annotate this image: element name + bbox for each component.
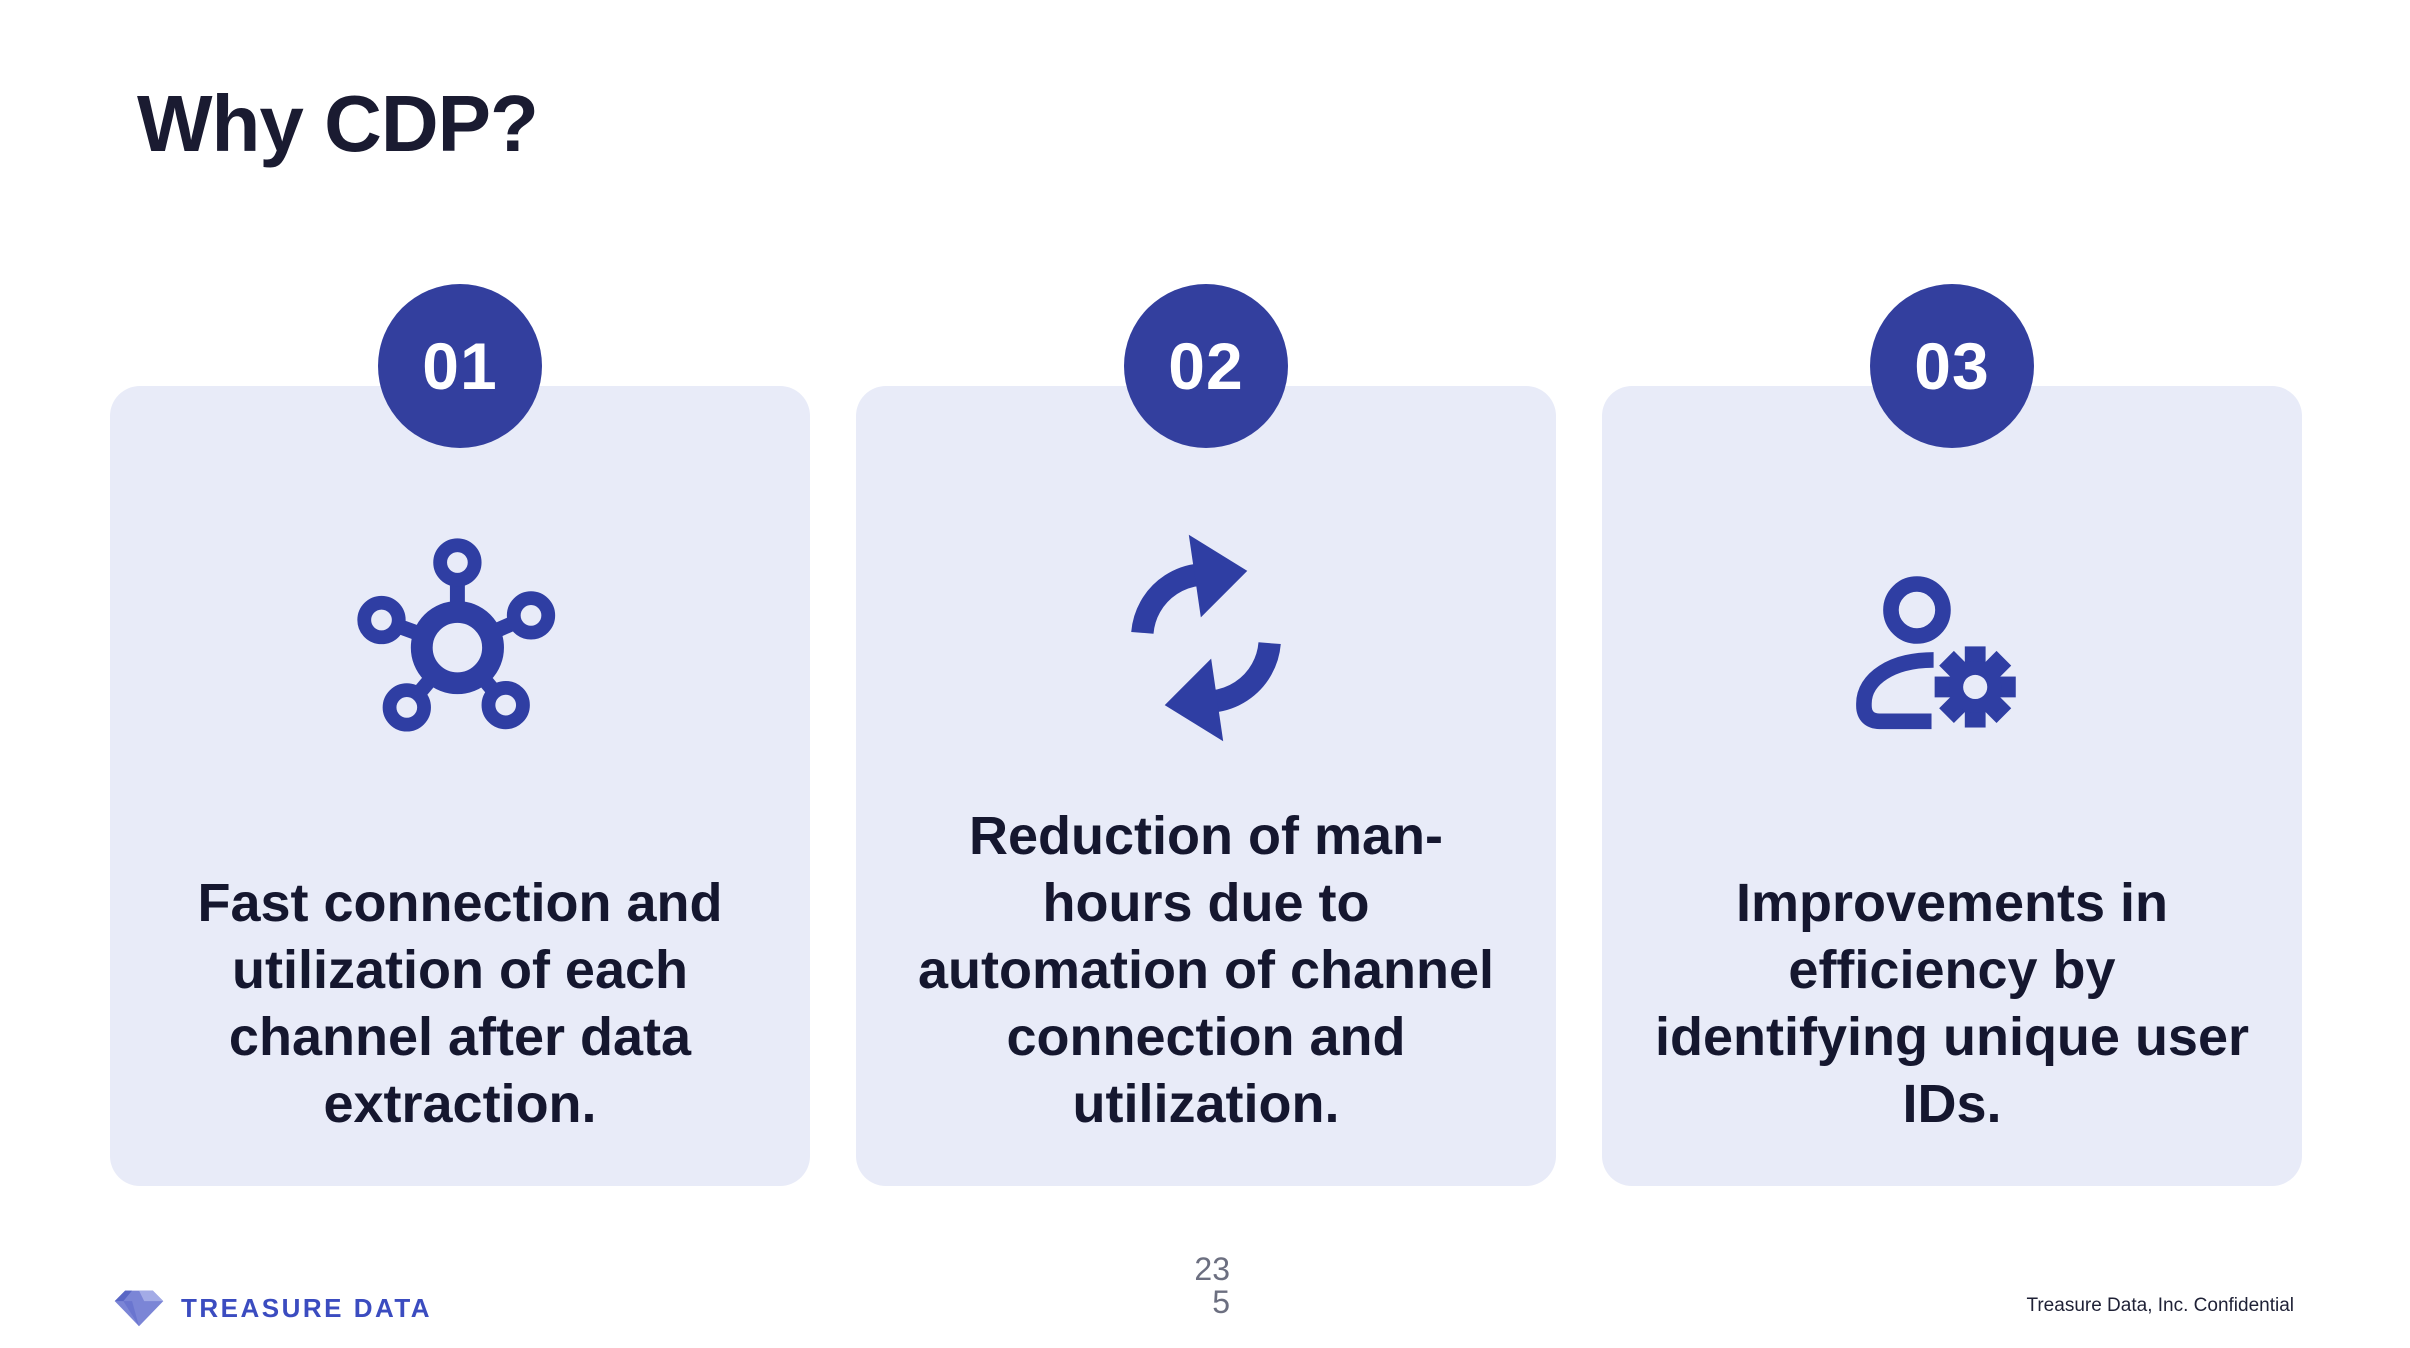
benefit-text-3: Improvements in efficiency by identifyin… — [1654, 873, 2250, 1134]
benefit-card-2: 02 Reduction of man- hours due to automa… — [856, 284, 1556, 1186]
benefit-text-2: Reduction of man- hours due to automatio… — [917, 806, 1495, 1134]
user-gear-icon — [1856, 576, 2016, 730]
page-number-bottom: 5 — [1212, 1284, 1230, 1320]
step-number-badge-3: 03 — [1870, 284, 2034, 448]
step-number-3: 03 — [1914, 329, 1990, 403]
benefit-card-3: 03 Improvements in efficiency by identif… — [1602, 284, 2302, 1186]
benefit-text-1: Fast connection and utilization of each … — [197, 873, 723, 1134]
step-number-badge-1: 01 — [378, 284, 542, 448]
benefit-card-1: 01 Fast connection and utilization of ea… — [110, 284, 810, 1186]
page-number-top: 23 — [1194, 1251, 1230, 1287]
logo-text: TREASURE DATA — [181, 1292, 433, 1323]
page-title: Why CDP? — [137, 79, 539, 168]
treasure-data-logo: TREASURE DATA — [113, 1288, 432, 1328]
network-hub-icon — [357, 538, 556, 732]
step-number-2: 02 — [1168, 329, 1244, 403]
refresh-cycle-icon — [1131, 534, 1281, 742]
confidential-note: Treasure Data, Inc. Confidential — [2026, 1295, 2294, 1316]
step-number-badge-2: 02 — [1124, 284, 1288, 448]
diamond-logo-icon — [114, 1290, 164, 1327]
step-number-1: 01 — [422, 329, 498, 403]
page-number: 23 5 — [1158, 1253, 1230, 1319]
